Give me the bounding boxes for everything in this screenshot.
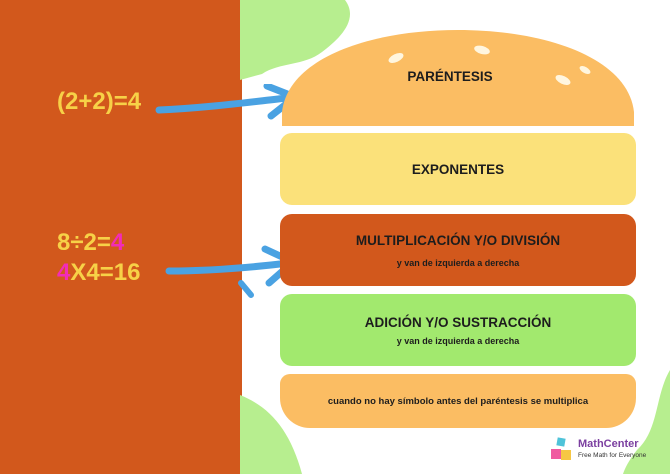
left-panel [0,0,242,474]
green-blob-bottom-left [240,395,302,474]
cheese-layer: EXPONENTES [280,133,636,205]
equation-mult-first: 4 [57,259,71,286]
patty-sublabel: y van de izquierda a derecha [396,257,520,268]
equation-division-result: 4 [110,229,125,256]
patty-layer: MULTIPLICACIÓN Y/O DIVISIÓN y van de izq… [280,214,636,286]
equation-mult-rest: X4=16 [70,259,141,286]
logo-name: MathCenter [578,438,639,450]
green-blob-bottom-right [623,370,670,474]
equation-parentesis: (2+2)=4 [57,88,142,115]
equation-multiplication: 4X4=16 [57,260,140,286]
patty-label: MULTIPLICACIÓN Y/O DIVISIÓN [355,232,561,248]
green-blob-top [240,0,351,80]
bottom-bun-label: cuando no hay símbolo antes del paréntes… [327,395,589,407]
top-bun: PARÉNTESIS [380,63,520,89]
equation-division-left: 8÷2= [57,229,111,256]
logo-tagline: Free Math for Everyone [578,452,647,459]
top-bun-shape [282,30,634,126]
cheese-label: EXPONENTES [411,161,505,177]
bottom-bun: cuando no hay símbolo antes del paréntes… [280,374,636,428]
mathcenter-logo: MathCenter Free Math for Everyone [550,437,646,463]
equation-division: 8÷2=4 [57,230,124,256]
lettuce-label: ADICIÓN Y/O SUSTRACCIÓN [364,314,552,330]
top-bun-label: PARÉNTESIS [407,68,493,84]
lettuce-layer: ADICIÓN Y/O SUSTRACCIÓN y van de izquier… [280,294,636,366]
cubes-icon [551,437,571,460]
lettuce-sublabel: y van de izquierda a derecha [396,335,520,346]
